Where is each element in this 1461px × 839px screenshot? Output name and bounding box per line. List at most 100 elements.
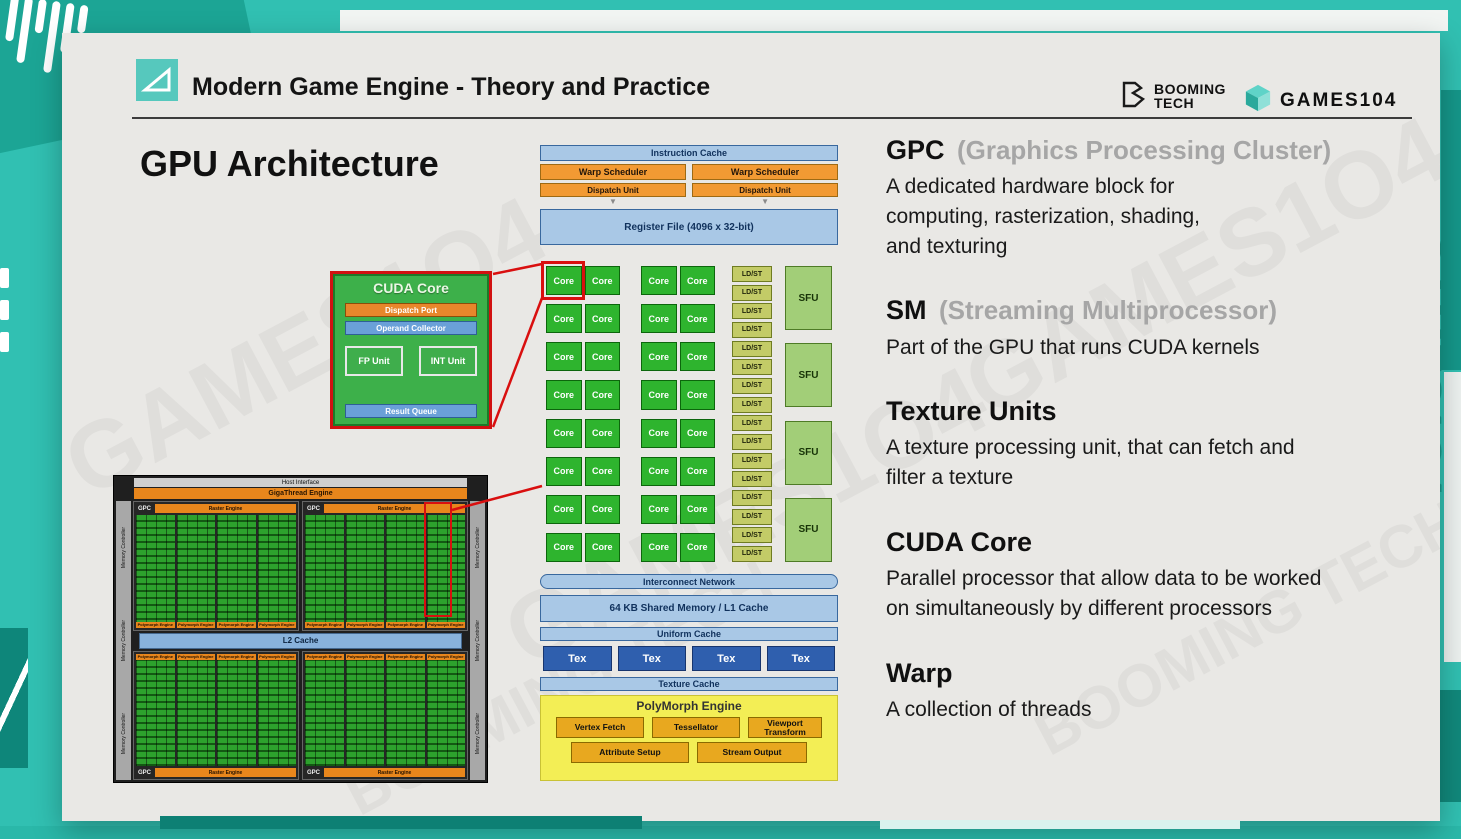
definition-term-sub: (Graphics Processing Cluster) — [956, 135, 1332, 165]
right-white-strip — [1444, 372, 1461, 662]
core-cell: Core — [679, 380, 715, 410]
die-sm-block: Polymorph Engine — [305, 515, 344, 628]
core-cell: Core — [546, 494, 582, 524]
edge-bar — [0, 300, 9, 320]
core-cell: Core — [584, 380, 620, 410]
polymorph-engine-title: PolyMorph Engine — [636, 699, 742, 713]
wave-bar — [42, 0, 61, 74]
gpc-label: GPC — [138, 769, 152, 776]
edge-bar — [0, 268, 9, 288]
memory-controller-strip: Memory Controller Memory Controller Memo… — [116, 501, 131, 780]
booming-text-line2: TECH — [1154, 94, 1195, 111]
core-cell: Core — [679, 418, 715, 448]
shared-memory-bar: 64 KB Shared Memory / L1 Cache — [540, 595, 838, 622]
sfu-cell: SFU — [785, 266, 832, 330]
register-file-bar: Register File (4096 x 32-bit) — [540, 209, 838, 245]
raster-engine-bar: Raster Engine — [324, 768, 465, 777]
polymorph-row-2: Attribute Setup Stream Output — [547, 742, 831, 763]
ldst-cell: LD/ST — [732, 266, 772, 282]
die-sm-block: Polymorph Engine — [426, 515, 465, 628]
die-sm-block: Polymorph Engine — [345, 515, 384, 628]
core-cell: Core — [584, 456, 620, 486]
ldst-cell: LD/ST — [732, 284, 772, 301]
host-interface-bar: Host Interface — [134, 478, 467, 487]
die-sm-block: Polymorph Engine — [176, 653, 215, 766]
core-cell: Core — [641, 266, 677, 296]
sm-diagram: Instruction Cache Warp Scheduler Warp Sc… — [540, 143, 838, 783]
page-title: GPU Architecture — [140, 143, 439, 184]
core-cell: Core — [679, 266, 715, 296]
cuda-core-diagram: CUDA Core Dispatch Port Operand Collecto… — [330, 271, 492, 429]
games104-logo-icon — [1244, 83, 1272, 118]
die-body: Memory Controller Memory Controller Memo… — [116, 501, 485, 780]
die-sm-block: Polymorph Engine — [257, 653, 296, 766]
die-sm-block: Polymorph Engine — [176, 515, 215, 628]
gpc-header: GPC Raster Engine — [136, 768, 296, 777]
gpc-header: GPC Raster Engine — [305, 504, 465, 513]
definition-desc: Part of the GPU that runs CUDA kernels — [886, 335, 1260, 359]
gpc-label: GPC — [307, 769, 321, 776]
definition-term-row: Warp — [886, 658, 1440, 689]
definitions-column: GPC (Graphics Processing Cluster) A dedi… — [886, 135, 1440, 725]
definition-texture-units: Texture Units A texture processing unit,… — [886, 396, 1440, 493]
header-divider — [132, 117, 1412, 119]
dispatch-unit-bar: Dispatch Unit — [540, 183, 686, 197]
core-cell: Core — [584, 532, 620, 562]
core-cell: Core — [546, 418, 582, 448]
left-edge-bars — [0, 268, 9, 352]
gpc-header: GPC Raster Engine — [136, 504, 296, 513]
int-unit-box: INT Unit — [419, 346, 477, 376]
bottom-teal-strip — [0, 826, 1461, 839]
core-cell: Core — [641, 342, 677, 372]
ldst-cell: LD/ST — [732, 471, 772, 488]
ldst-cell: LD/ST — [732, 359, 772, 376]
uniform-cache-bar: Uniform Cache — [540, 627, 838, 641]
definition-desc: Parallel processor that allow data to be… — [886, 567, 1322, 620]
instruction-cache-bar: Instruction Cache — [540, 145, 838, 161]
core-cell: Core — [679, 456, 715, 486]
warp-scheduler-bar: Warp Scheduler — [540, 164, 686, 180]
vertex-fetch-box: Vertex Fetch — [556, 717, 644, 738]
memory-controller-label: Memory Controller — [120, 526, 127, 569]
tex-unit-box: Tex — [543, 646, 612, 671]
core-cell: Core — [641, 380, 677, 410]
down-arrow-icon — [609, 198, 617, 206]
definition-term-row: GPC (Graphics Processing Cluster) — [886, 135, 1440, 166]
gigathread-engine-bar: GigaThread Engine — [134, 488, 467, 499]
bottom-dark-bar — [160, 816, 642, 829]
die-sm-block: Polymorph Engine — [386, 515, 425, 628]
core-cell: Core — [546, 304, 582, 334]
tex-unit-box: Tex — [766, 646, 835, 671]
core-cell: Core — [584, 342, 620, 372]
core-cell: Core — [679, 532, 715, 562]
ldst-cell: LD/ST — [732, 396, 772, 413]
raster-engine-bar: Raster Engine — [324, 504, 465, 513]
slide: GAMES1O4 GAMES1O4 GAMES1O4 BOOMING TECH … — [62, 33, 1440, 821]
core-cell: Core — [679, 342, 715, 372]
operand-collector-bar: Operand Collector — [345, 321, 477, 335]
core-cell: Core — [679, 304, 715, 334]
stream-output-box: Stream Output — [697, 742, 807, 763]
ldst-cell: LD/ST — [732, 527, 772, 544]
raster-engine-bar: Raster Engine — [155, 504, 296, 513]
core-cell: Core — [641, 532, 677, 562]
memory-controller-label: Memory Controller — [120, 619, 127, 662]
right-dark-band — [1441, 90, 1461, 370]
core-cell: Core — [584, 494, 620, 524]
ldst-cell: LD/ST — [732, 452, 772, 469]
core-cell: Core — [641, 494, 677, 524]
ldst-cell: LD/ST — [732, 508, 772, 525]
definition-desc: A dedicated hardware block for computing… — [886, 175, 1201, 258]
definition-term-row: CUDA Core — [886, 527, 1440, 558]
ldst-cell: LD/ST — [732, 415, 772, 432]
